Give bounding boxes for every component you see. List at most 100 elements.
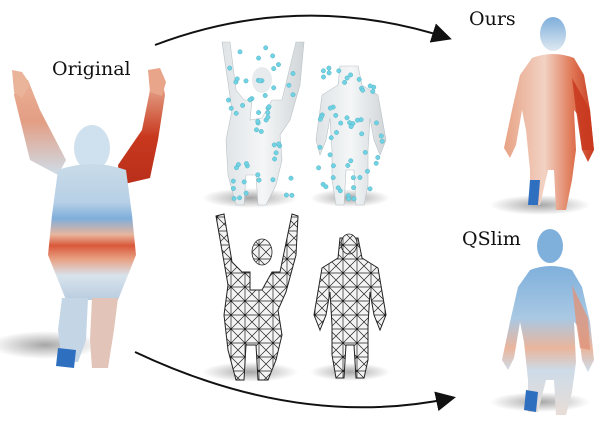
- sample-point: [380, 139, 384, 143]
- sample-point: [272, 157, 276, 161]
- sample-point: [234, 111, 238, 115]
- sample-point: [267, 105, 271, 109]
- sample-point: [257, 178, 261, 182]
- sample-point: [284, 193, 288, 197]
- sample-point: [237, 196, 241, 200]
- sample-point: [240, 103, 244, 107]
- label-ours: Ours: [469, 8, 516, 30]
- sample-point: [231, 179, 235, 183]
- sample-point: [324, 185, 328, 189]
- sample-point: [352, 197, 356, 201]
- sample-point: [374, 161, 378, 165]
- sample-point: [228, 66, 232, 70]
- sample-point: [272, 86, 276, 90]
- sample-point: [368, 187, 372, 191]
- sample-point: [334, 130, 338, 134]
- sample-point: [264, 46, 268, 50]
- sample-point: [351, 185, 355, 189]
- sample-point: [371, 89, 375, 93]
- sample-point: [258, 79, 262, 83]
- sample-point: [277, 142, 281, 146]
- sample-point: [337, 69, 341, 73]
- figure-qslim: [490, 229, 594, 415]
- sample-point: [226, 98, 230, 102]
- sample-point: [290, 193, 294, 197]
- sample-point: [318, 145, 322, 149]
- sample-point: [272, 143, 276, 147]
- sample-point: [351, 176, 355, 180]
- sample-point: [254, 128, 258, 132]
- sample-point: [266, 115, 270, 119]
- sample-point: [289, 176, 293, 180]
- sample-point: [339, 121, 343, 125]
- sample-point: [276, 62, 280, 66]
- sample-point: [318, 117, 322, 121]
- sample-point: [348, 73, 352, 77]
- label-original: Original: [52, 58, 131, 80]
- arrow-bottom: [135, 352, 452, 407]
- sample-point: [379, 134, 383, 138]
- sample-point: [266, 111, 270, 115]
- sample-point: [345, 116, 349, 120]
- sample-point: [342, 80, 346, 84]
- sample-point: [259, 129, 263, 133]
- sample-point: [336, 186, 340, 190]
- sample-point: [256, 110, 260, 114]
- sample-point: [328, 106, 332, 110]
- sample-point: [374, 121, 378, 125]
- sample-point: [327, 71, 331, 75]
- sample-point: [328, 153, 332, 157]
- sample-point: [287, 83, 291, 87]
- sample-point: [327, 66, 331, 70]
- label-qslim: QSlim: [462, 228, 521, 250]
- sample-point: [365, 169, 369, 173]
- sample-point: [291, 71, 295, 75]
- sample-point: [329, 136, 333, 140]
- sample-point: [347, 197, 351, 201]
- figure-original: [0, 68, 166, 368]
- sample-point: [321, 69, 325, 73]
- sample-point: [349, 159, 353, 163]
- figure-points-original: [202, 42, 304, 208]
- sample-point: [291, 93, 295, 97]
- sample-point: [234, 166, 238, 170]
- sample-point: [321, 75, 325, 79]
- sample-point: [242, 180, 246, 184]
- sample-point: [349, 124, 353, 128]
- sample-point: [345, 76, 349, 80]
- sample-point: [244, 79, 248, 83]
- sample-point: [263, 93, 267, 97]
- sample-point: [376, 155, 380, 159]
- figure-mesh-original: [202, 214, 298, 382]
- sample-point: [272, 66, 276, 70]
- figure-ours: [490, 17, 594, 215]
- sample-point: [368, 84, 372, 88]
- sample-point: [331, 175, 335, 179]
- sample-point: [334, 113, 338, 117]
- sample-point: [316, 166, 320, 170]
- sample-point: [346, 163, 350, 167]
- sample-point: [248, 98, 252, 102]
- sample-point: [231, 186, 235, 190]
- sample-point: [361, 88, 365, 92]
- sample-point: [256, 56, 260, 60]
- sample-point: [271, 54, 275, 58]
- sample-point: [363, 150, 367, 154]
- sample-point: [360, 132, 364, 136]
- sample-point: [235, 77, 239, 81]
- sample-point: [238, 50, 242, 54]
- sample-point: [355, 118, 359, 122]
- sample-point: [331, 164, 335, 168]
- sample-point: [358, 175, 362, 179]
- arrow-top: [155, 16, 448, 45]
- sample-point: [271, 178, 275, 182]
- figure-mesh-lean: [310, 234, 390, 381]
- sample-point: [357, 77, 361, 81]
- sample-point: [274, 151, 278, 155]
- sample-point: [232, 196, 236, 200]
- sample-point: [256, 173, 260, 177]
- sample-point: [244, 191, 248, 195]
- sample-point: [229, 106, 233, 110]
- sample-point: [256, 119, 260, 123]
